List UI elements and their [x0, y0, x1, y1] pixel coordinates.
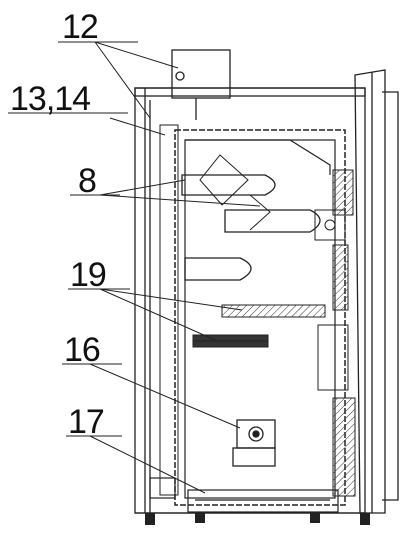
callout-13-14: 13,14 [10, 80, 91, 118]
leader-lines [8, 41, 261, 494]
boiler-feet [145, 513, 370, 525]
control-box [171, 49, 231, 120]
burner-assembly [232, 419, 276, 467]
callout-16: 16 [64, 331, 101, 369]
baffle-plates [192, 304, 326, 348]
ash-pan [135, 477, 365, 514]
combustion-chamber [159, 124, 346, 506]
callout-8: 8 [78, 162, 97, 200]
heat-exchanger-tubes [181, 154, 321, 281]
callout-19: 19 [70, 256, 107, 294]
callout-12: 12 [62, 8, 99, 46]
callout-17: 17 [68, 403, 105, 441]
door-insulation [314, 169, 356, 497]
